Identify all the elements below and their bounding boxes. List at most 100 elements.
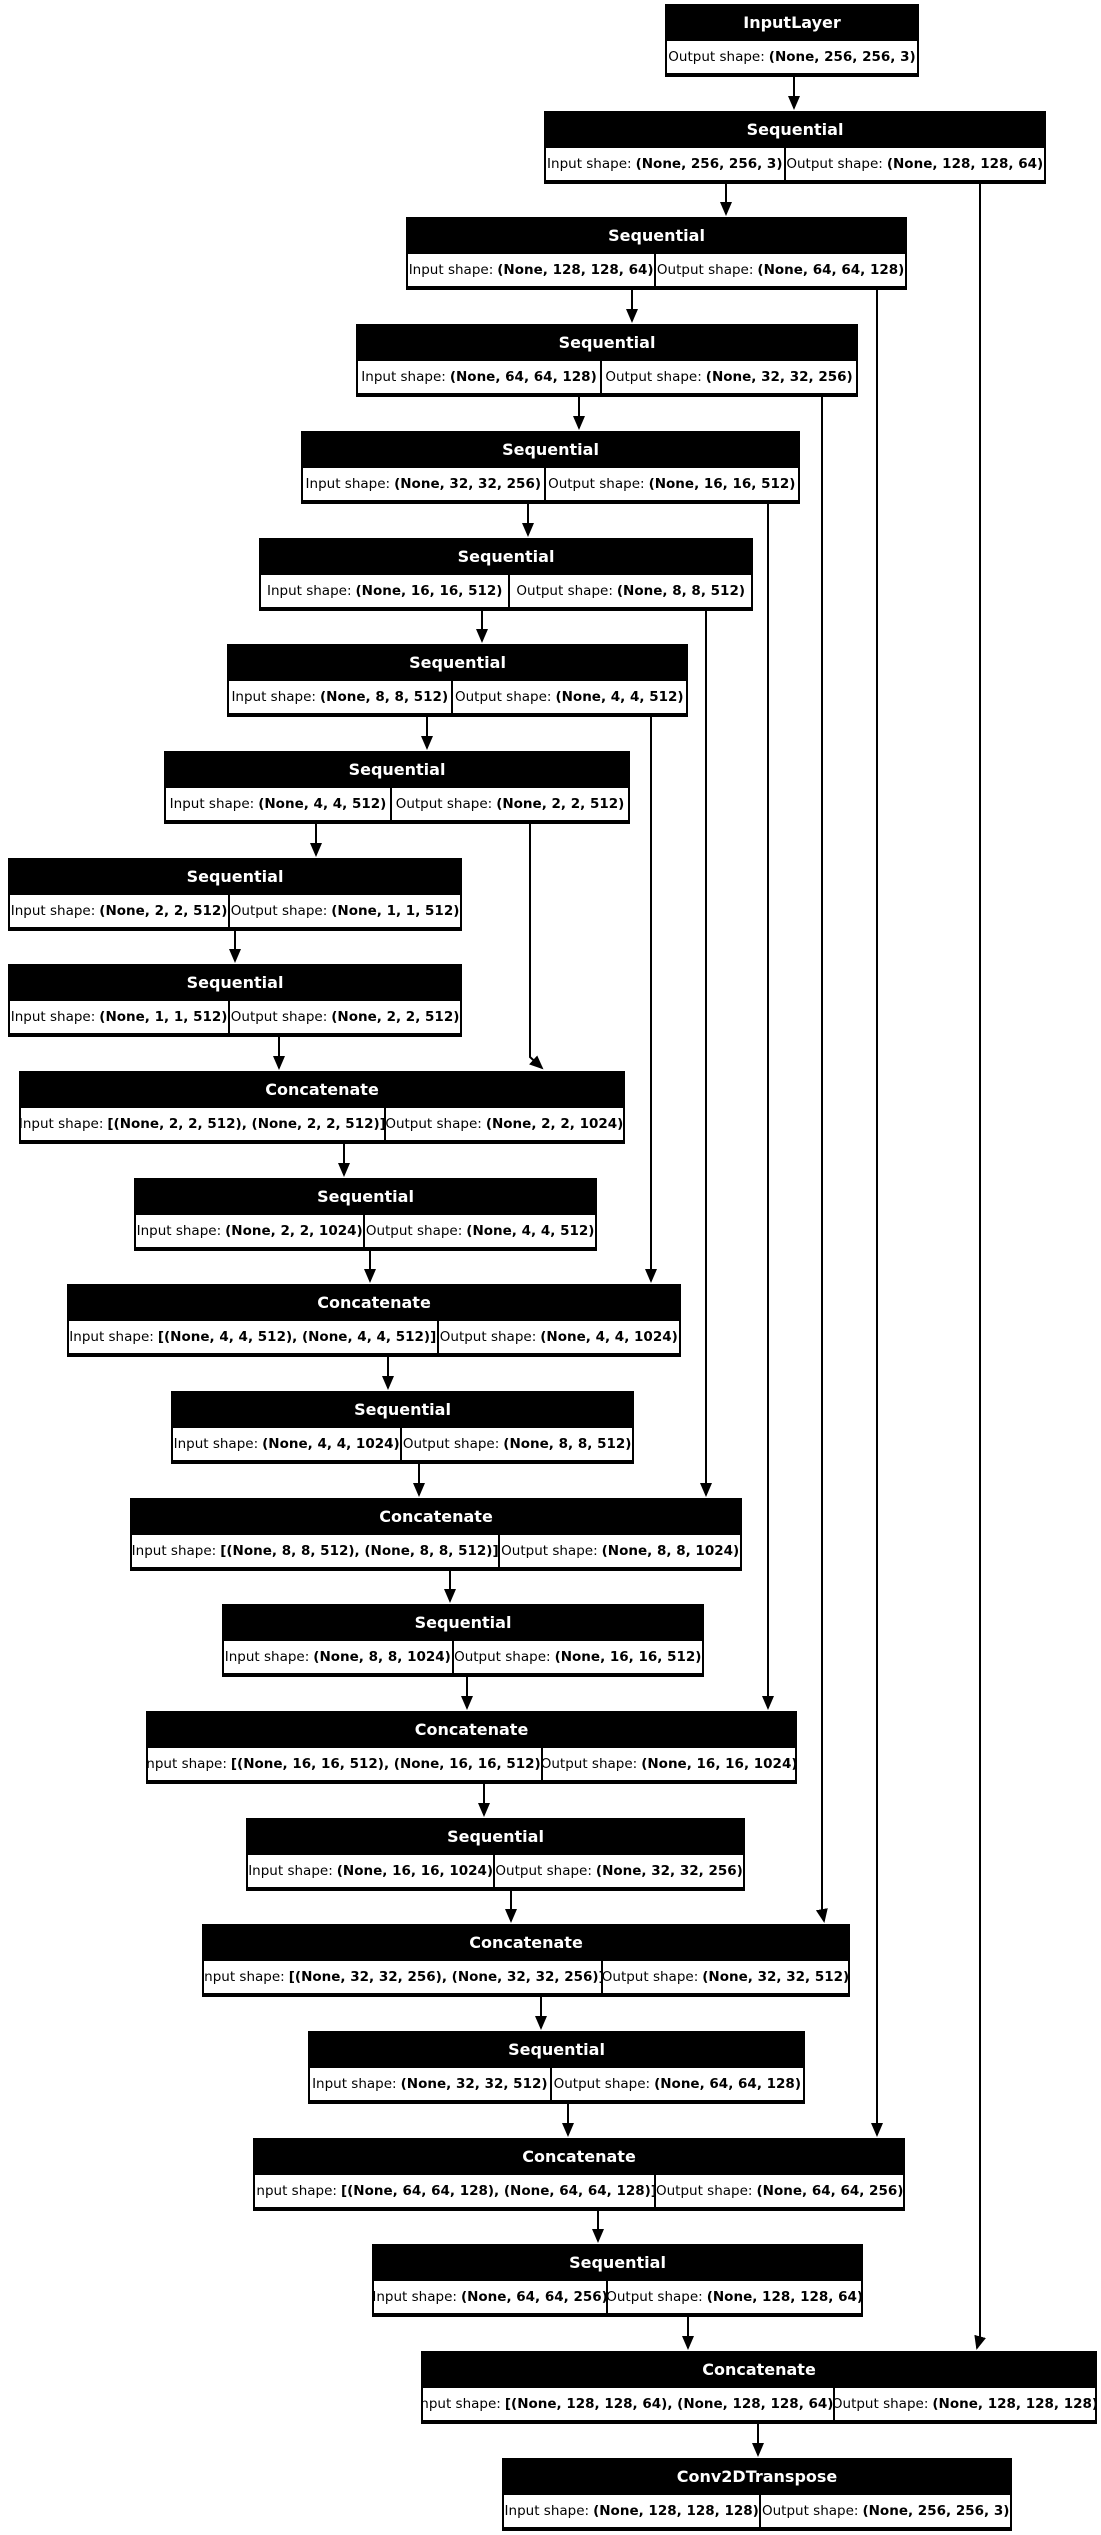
node-input-layer: InputLayer Output shape:(None, 256, 256,…	[665, 4, 919, 77]
output-shape-cell: Output shape:(None, 32, 32, 512)	[602, 1961, 848, 1993]
output-shape-cell: Output shape:(None, 8, 8, 1024)	[500, 1535, 740, 1567]
output-shape-cell: Output shape:(None, 16, 16, 1024)	[543, 1748, 795, 1780]
input-shape-label: Input shape:	[69, 1329, 154, 1345]
output-shape-cell: Output shape:(None, 16, 16, 512)	[545, 468, 798, 500]
layer-title: Sequential	[414, 1613, 512, 1632]
input-shape-value: [(None, 4, 4, 512), (None, 4, 4, 512)]	[157, 1329, 437, 1345]
layer-title: Sequential	[502, 440, 599, 459]
output-shape-cell: Output shape:(None, 8, 8, 512)	[510, 575, 751, 607]
node-concatenate-6: Concatenate Input shape:[(None, 64, 64, …	[253, 2138, 905, 2211]
input-shape-label: Input shape:	[408, 262, 494, 278]
node-concatenate-5: Concatenate Input shape:[(None, 32, 32, …	[202, 1924, 850, 1997]
input-shape-label: Input shape:	[169, 796, 255, 812]
edge-7-10	[529, 824, 544, 1070]
input-shape-label: Input shape:	[312, 2076, 397, 2092]
output-shape-value: (None, 32, 32, 256)	[595, 1863, 743, 1879]
input-shape-value: (None, 32, 32, 256)	[394, 476, 542, 492]
output-shape-label: Output shape:	[495, 1863, 592, 1879]
input-shape-cell: Input shape:(None, 256, 256, 3)	[546, 148, 784, 180]
input-shape-value: (None, 64, 64, 256)	[460, 2289, 607, 2305]
edge-3-18	[815, 397, 828, 1923]
output-shape-value: (None, 64, 64, 128)	[757, 262, 905, 278]
output-shape-label: Output shape:	[543, 1756, 638, 1772]
output-shape-label: Output shape:	[656, 2183, 753, 2199]
input-shape-label: Input shape:	[173, 1436, 259, 1452]
input-shape-label: Input shape:	[305, 476, 391, 492]
input-shape-label: Input shape:	[248, 1863, 333, 1879]
output-shape-label: Output shape:	[230, 1009, 328, 1025]
output-shape-value: (None, 16, 16, 512)	[554, 1649, 702, 1665]
node-sequential-15: Sequential Input shape:(None, 64, 64, 25…	[372, 2244, 863, 2317]
node-concatenate-2: Concatenate Input shape:[(None, 4, 4, 51…	[67, 1284, 681, 1357]
output-shape-label: Output shape:	[454, 1649, 551, 1665]
output-shape-cell: Output shape:(None, 128, 128, 128)	[834, 2388, 1095, 2420]
output-shape-cell: Output shape:(None, 128, 128, 64)	[608, 2281, 861, 2313]
node-sequential-13: Sequential Input shape:(None, 16, 16, 10…	[246, 1818, 745, 1891]
input-shape-cell: Input shape:(None, 8, 8, 1024)	[224, 1641, 452, 1673]
input-shape-cell: Input shape:[(None, 8, 8, 512), (None, 8…	[132, 1535, 499, 1567]
layer-title: Sequential	[457, 547, 555, 566]
input-shape-value: (None, 64, 64, 128)	[449, 369, 597, 385]
input-shape-value: [(None, 16, 16, 512), (None, 16, 16, 512…	[230, 1756, 542, 1772]
output-shape-label: Output shape:	[395, 796, 493, 812]
layer-title: Concatenate	[469, 1933, 583, 1952]
input-shape-value: (None, 128, 128, 128)	[593, 2503, 759, 2519]
output-shape-label: Output shape:	[605, 369, 702, 385]
input-shape-label: Input shape:	[266, 583, 352, 599]
input-shape-value: (None, 256, 256, 3)	[635, 156, 783, 172]
output-shape-cell: Output shape:(None, 64, 64, 256)	[656, 2175, 903, 2207]
input-shape-cell: Input shape:(None, 32, 32, 512)	[310, 2068, 550, 2100]
node-sequential-8: Sequential Input shape:(None, 2, 2, 512)…	[8, 858, 462, 931]
input-shape-cell: Input shape:[(None, 128, 128, 64), (None…	[423, 2388, 833, 2420]
layer-title: Sequential	[608, 226, 705, 245]
layer-title: Concatenate	[522, 2147, 636, 2166]
output-shape-value: (None, 256, 256, 3)	[768, 49, 916, 65]
output-shape-label: Output shape:	[761, 2503, 859, 2519]
output-shape-label: Output shape:	[230, 903, 328, 919]
output-shape-value: (None, 4, 4, 1024)	[540, 1329, 678, 1345]
output-shape-label: Output shape:	[656, 262, 754, 278]
node-sequential-6: Sequential Input shape:(None, 8, 8, 512)…	[227, 644, 688, 717]
output-shape-value: (None, 16, 16, 512)	[648, 476, 796, 492]
node-concatenate-1: Concatenate Input shape:[(None, 2, 2, 51…	[19, 1071, 625, 1144]
input-shape-cell: Input shape:[(None, 16, 16, 512), (None,…	[148, 1748, 542, 1780]
output-shape-value: (None, 2, 2, 1024)	[485, 1116, 623, 1132]
output-shape-cell: Output shape:(None, 4, 4, 1024)	[438, 1321, 679, 1353]
layer-title: Sequential	[186, 973, 284, 992]
input-shape-cell: Input shape:(None, 2, 2, 512)	[10, 895, 229, 927]
output-shape-value: (None, 2, 2, 512)	[496, 796, 625, 812]
input-shape-value: (None, 1, 1, 512)	[99, 1009, 228, 1025]
layer-title: Sequential	[348, 760, 446, 779]
input-shape-value: [(None, 8, 8, 512), (None, 8, 8, 512)]	[220, 1543, 499, 1559]
output-shape-cell: Output shape:(None, 64, 64, 128)	[551, 2068, 803, 2100]
input-shape-cell: Input shape:(None, 4, 4, 1024)	[173, 1428, 401, 1460]
input-shape-cell: Input shape:(None, 64, 64, 256)	[374, 2281, 607, 2313]
input-shape-value: (None, 4, 4, 1024)	[262, 1436, 400, 1452]
node-concatenate-4: Concatenate Input shape:[(None, 16, 16, …	[146, 1711, 797, 1784]
node-sequential-11: Sequential Input shape:(None, 4, 4, 1024…	[171, 1391, 634, 1464]
input-shape-cell: Input shape:(None, 2, 2, 1024)	[136, 1215, 364, 1247]
output-shape-value: (None, 32, 32, 512)	[702, 1969, 848, 1985]
output-shape-value: (None, 4, 4, 512)	[555, 689, 684, 705]
output-shape-cell: Output shape:(None, 256, 256, 3)	[761, 2495, 1010, 2527]
input-shape-cell: Input shape:(None, 128, 128, 64)	[408, 254, 655, 286]
output-shape-cell: Output shape:(None, 2, 2, 512)	[392, 788, 628, 820]
layer-title: Sequential	[558, 333, 656, 352]
output-shape-cell: Output shape:(None, 16, 16, 512)	[453, 1641, 702, 1673]
input-shape-value: [(None, 64, 64, 128), (None, 64, 64, 128…	[340, 2183, 655, 2199]
node-sequential-1: Sequential Input shape:(None, 256, 256, …	[544, 111, 1046, 184]
output-shape-cell: Output shape:(None, 128, 128, 64)	[785, 148, 1044, 180]
input-shape-label: Input shape:	[148, 1756, 227, 1772]
node-sequential-14: Sequential Input shape:(None, 32, 32, 51…	[308, 2031, 805, 2104]
input-shape-label: Input shape:	[547, 156, 632, 172]
input-shape-label: Input shape:	[255, 2183, 337, 2199]
node-sequential-10: Sequential Input shape:(None, 2, 2, 1024…	[134, 1178, 597, 1251]
input-shape-cell: Input shape:[(None, 32, 32, 256), (None,…	[204, 1961, 601, 1993]
input-shape-value: (None, 8, 8, 512)	[319, 689, 449, 705]
layer-title: InputLayer	[743, 13, 841, 32]
input-shape-cell: Input shape:(None, 32, 32, 256)	[303, 468, 544, 500]
input-shape-value: [(None, 2, 2, 512), (None, 2, 2, 512)]	[107, 1116, 384, 1132]
output-shape-cell: Output shape:(None, 8, 8, 512)	[402, 1428, 632, 1460]
input-shape-value: (None, 16, 16, 512)	[355, 583, 503, 599]
output-shape-value: (None, 1, 1, 512)	[331, 903, 460, 919]
